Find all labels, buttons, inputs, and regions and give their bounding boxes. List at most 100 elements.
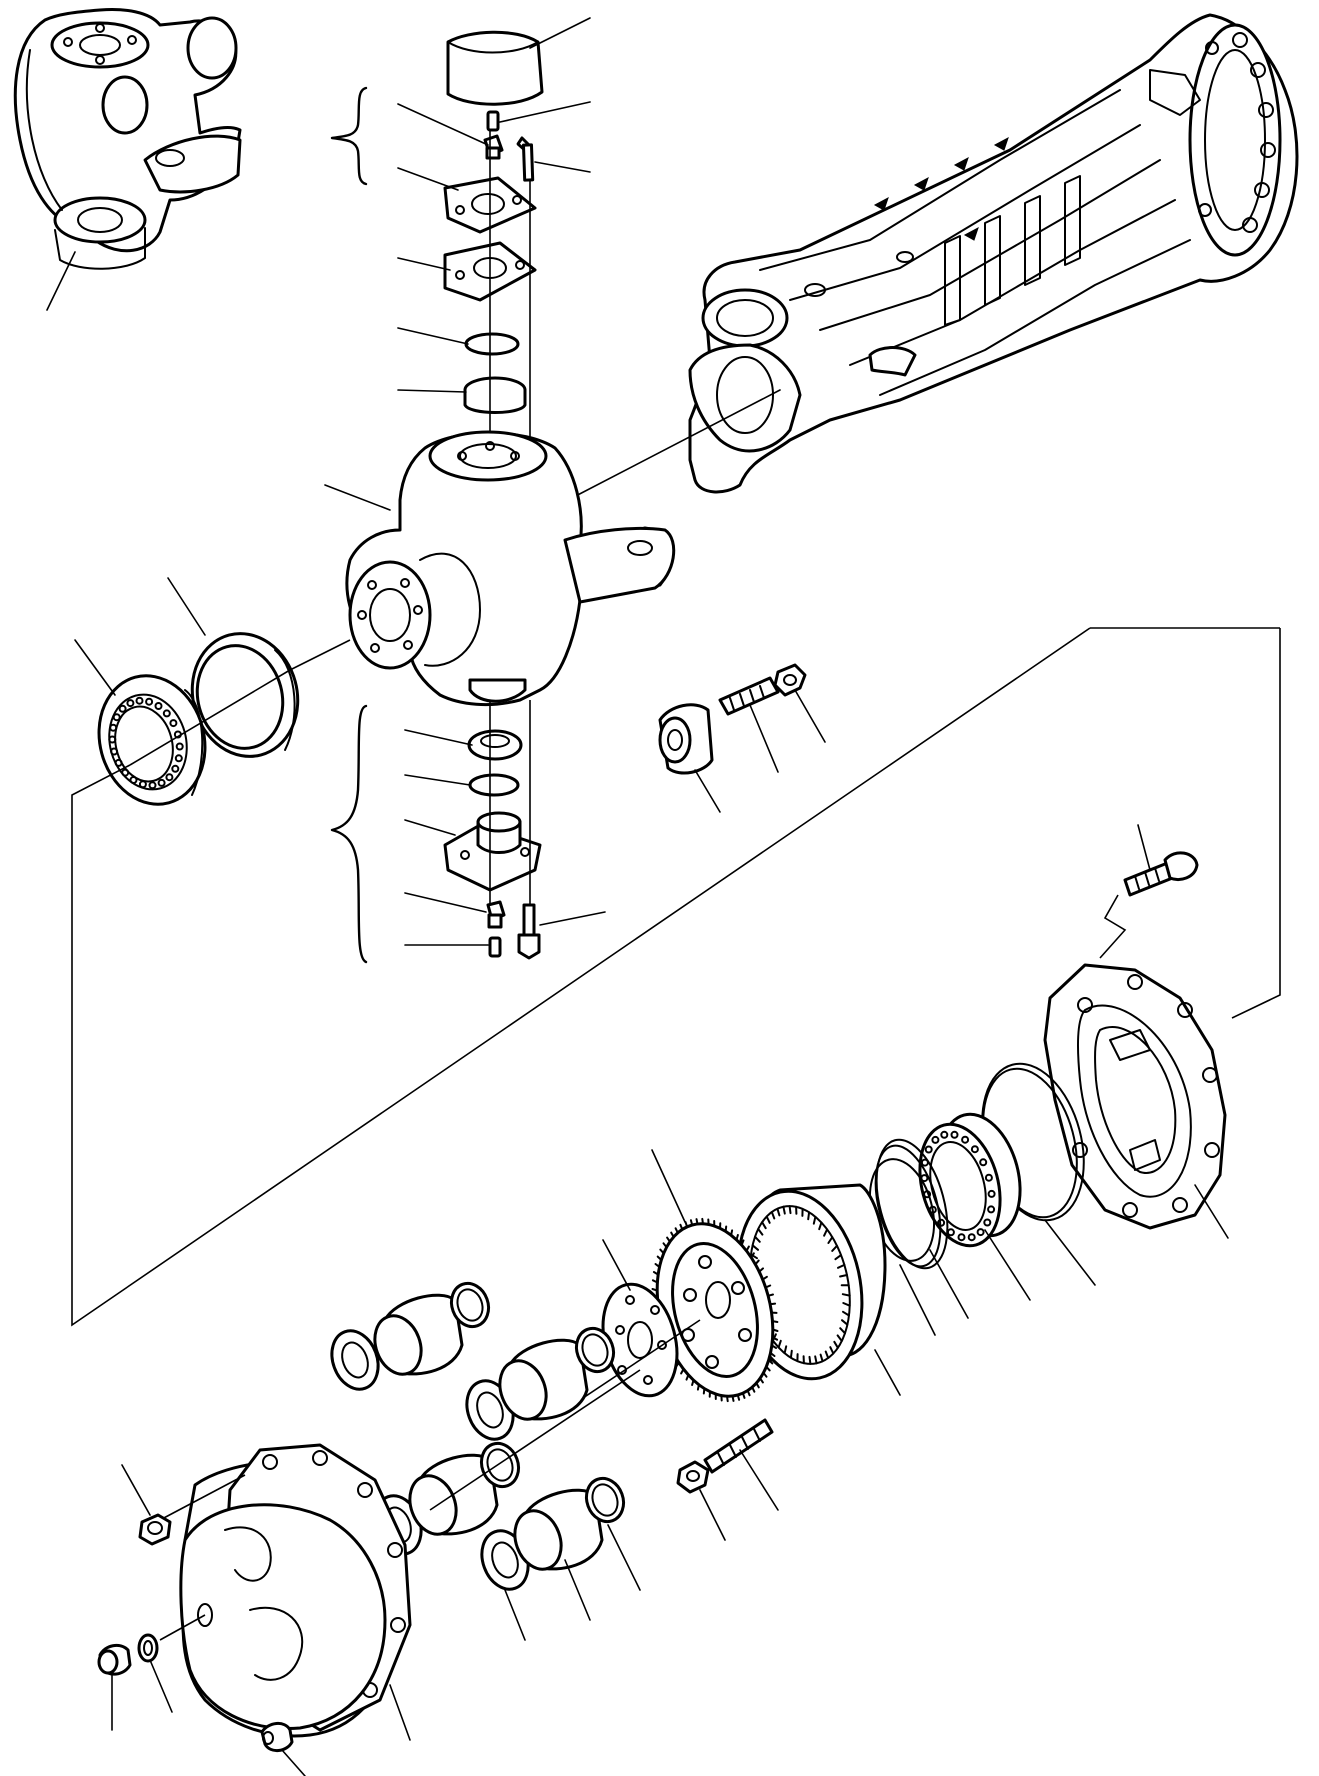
gear-tooth bbox=[831, 1244, 838, 1252]
gear-tooth bbox=[758, 1267, 764, 1273]
gear-tooth bbox=[674, 1227, 679, 1234]
roller bbox=[165, 773, 174, 782]
gear-tooth bbox=[789, 1349, 793, 1359]
gear-tooth bbox=[829, 1346, 835, 1355]
leader-line bbox=[46, 251, 76, 311]
leader-line bbox=[397, 103, 489, 146]
gear-tooth bbox=[827, 1236, 834, 1244]
gear-tooth bbox=[726, 1395, 729, 1403]
gear-tooth bbox=[782, 1205, 786, 1215]
leader-line bbox=[874, 1349, 901, 1396]
gear-tooth bbox=[841, 1293, 851, 1297]
gear-tooth bbox=[814, 1355, 818, 1365]
hub-carrier bbox=[1043, 963, 1229, 1239]
roller bbox=[112, 713, 121, 722]
leader-line bbox=[397, 167, 459, 191]
roller bbox=[171, 764, 180, 773]
roller bbox=[154, 702, 163, 710]
gear-tooth bbox=[771, 1320, 779, 1323]
leader-line bbox=[929, 1249, 969, 1319]
gear-tooth bbox=[652, 1271, 660, 1276]
leader-line bbox=[397, 389, 467, 393]
gear-tooth bbox=[839, 1327, 846, 1335]
knuckle-detail bbox=[13, 8, 242, 311]
gear-tooth bbox=[833, 1340, 839, 1349]
leader-line bbox=[564, 1559, 591, 1621]
leader-line bbox=[1137, 824, 1151, 871]
gear-tooth bbox=[689, 1219, 694, 1226]
gear-tooth bbox=[777, 1339, 782, 1349]
planet-gear-1 bbox=[330, 1281, 491, 1391]
gear-tooth bbox=[741, 1392, 746, 1399]
hub-bolt bbox=[1099, 824, 1199, 959]
roller bbox=[138, 780, 147, 789]
leader-line bbox=[167, 577, 206, 636]
upper-pin-set bbox=[330, 86, 591, 455]
gear-tooth bbox=[818, 1221, 823, 1231]
gear-tooth bbox=[761, 1275, 768, 1281]
gear-tooth bbox=[679, 1223, 684, 1231]
roller bbox=[118, 704, 127, 713]
gear-tooth bbox=[823, 1228, 829, 1237]
gear-tooth bbox=[670, 1231, 675, 1238]
roller bbox=[979, 1158, 988, 1167]
leader-line bbox=[397, 327, 469, 345]
gear-tooth bbox=[754, 1259, 760, 1266]
roller bbox=[174, 754, 183, 763]
leader-line bbox=[149, 1659, 173, 1713]
gear-tooth bbox=[770, 1211, 776, 1220]
roller bbox=[987, 1205, 996, 1214]
leader-line bbox=[404, 774, 471, 786]
leader-line bbox=[567, 389, 781, 501]
gear-tooth bbox=[751, 1386, 756, 1393]
roller bbox=[931, 1135, 940, 1144]
gear-tooth bbox=[767, 1359, 774, 1365]
stop-bolt-set bbox=[658, 663, 826, 813]
leader-line bbox=[984, 1229, 1031, 1301]
gear-tooth bbox=[761, 1221, 767, 1230]
leader-line bbox=[651, 1149, 686, 1223]
roller bbox=[983, 1218, 992, 1227]
roller bbox=[114, 758, 123, 767]
leader-line bbox=[539, 911, 606, 926]
leader-line bbox=[694, 769, 721, 813]
leader-line bbox=[794, 689, 826, 743]
gear-tooth bbox=[651, 1279, 659, 1284]
gear-tooth bbox=[750, 1252, 755, 1259]
gear-tooth bbox=[751, 1244, 759, 1251]
leader-line bbox=[699, 1489, 726, 1541]
gear-tooth bbox=[769, 1302, 777, 1306]
roller bbox=[970, 1145, 979, 1154]
gear-tooth bbox=[765, 1365, 771, 1372]
gear-tooth bbox=[767, 1293, 774, 1297]
leader-line bbox=[529, 17, 591, 49]
roller bbox=[121, 768, 130, 777]
gear-tooth bbox=[735, 1234, 739, 1241]
gear-tooth bbox=[684, 1221, 689, 1228]
gear-tooth bbox=[685, 1373, 690, 1381]
roller bbox=[976, 1228, 985, 1237]
leader-line bbox=[404, 819, 456, 836]
leader-line bbox=[324, 484, 391, 511]
gear-tooth bbox=[770, 1344, 778, 1349]
roller bbox=[135, 696, 144, 705]
gear-tooth bbox=[836, 1334, 843, 1342]
gear-tooth bbox=[762, 1371, 768, 1378]
roller bbox=[145, 697, 154, 706]
drain-plug bbox=[97, 1633, 173, 1731]
gear-tooth bbox=[736, 1394, 741, 1401]
gear-tooth bbox=[839, 1274, 848, 1278]
cap bbox=[446, 17, 591, 106]
gear-tooth bbox=[654, 1263, 661, 1269]
housing-ribs bbox=[944, 175, 1081, 326]
roller bbox=[129, 776, 138, 784]
leader-line bbox=[899, 1264, 936, 1336]
gear-tooth bbox=[824, 1350, 830, 1359]
gear-tooth bbox=[695, 1218, 699, 1225]
roller bbox=[967, 1233, 976, 1242]
leader-line bbox=[499, 101, 591, 123]
gear-tooth bbox=[771, 1336, 779, 1341]
leader-line bbox=[504, 1589, 526, 1641]
planet-gear-2 bbox=[465, 1326, 616, 1441]
